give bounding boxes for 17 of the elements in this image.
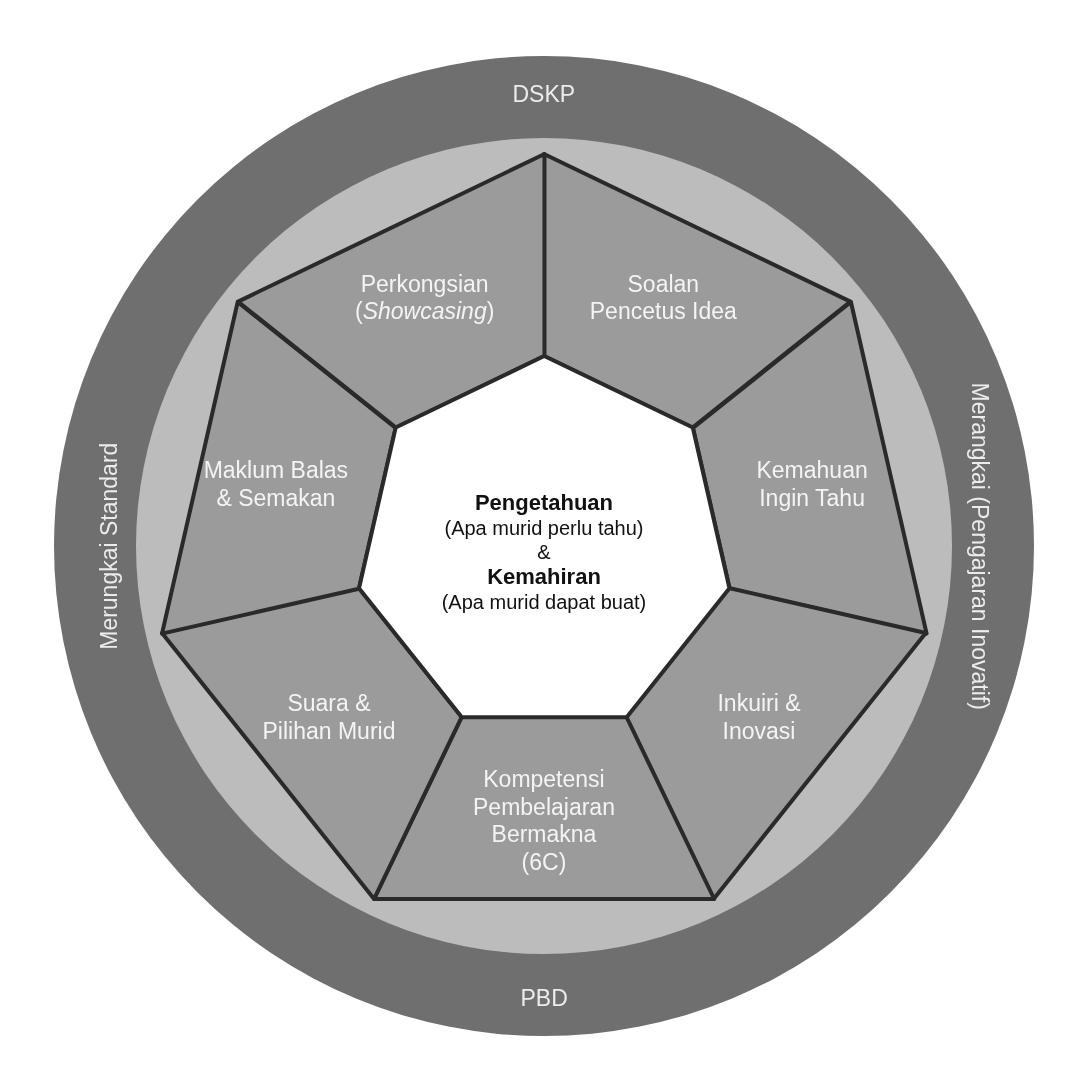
segment-panel — [544, 154, 851, 428]
ring-label: Merangkai (Pengajaran Inovatif) — [965, 382, 993, 710]
ring-label: PBD — [520, 985, 568, 1012]
segment-label: Suara & Pilihan Murid — [261, 689, 397, 746]
segment-panel — [692, 301, 927, 634]
center-text: Kemahiran (Apa murid dapat buat) — [440, 563, 648, 615]
segment-label: Inkuiri & Inovasi — [716, 689, 802, 746]
segment-label: Kompetensi Pembelajaran Bermakna (6C) — [472, 766, 616, 877]
segment-label: Perkongsian (Showcasing) — [354, 270, 496, 326]
center-text: & — [536, 539, 552, 564]
segment-panel — [237, 154, 544, 428]
segment-label: Soalan Pencetus Idea — [588, 270, 738, 326]
segment-label: Maklum Balas & Semakan — [202, 457, 350, 513]
ring-label: DSKP — [512, 81, 576, 108]
center-text: Pengetahuan (Apa murid perlu tahu) — [443, 489, 645, 540]
ring-label: Merungkai Standard — [95, 442, 123, 650]
segment-label: Kemahuan Ingin Tahu — [755, 457, 869, 513]
